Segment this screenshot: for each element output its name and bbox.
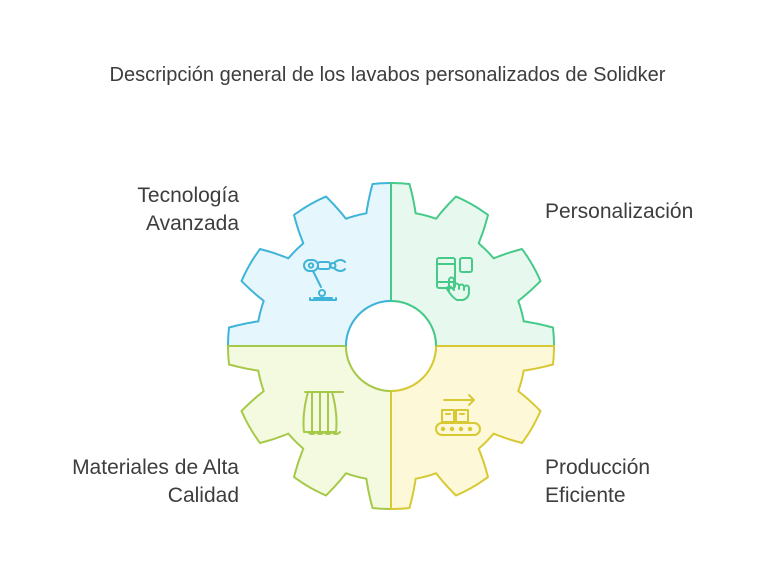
label-line: Producción bbox=[545, 456, 651, 479]
label-line: Avanzada bbox=[145, 212, 239, 235]
hub-arc-tl bbox=[345, 300, 392, 347]
hub-arc-br bbox=[390, 345, 437, 392]
gear-hub bbox=[346, 301, 436, 391]
robot-arm-icon bbox=[303, 259, 346, 301]
sink-curtain-icon bbox=[302, 391, 344, 435]
label-line: Materiales de Alta bbox=[72, 456, 239, 479]
label-line: Personalización bbox=[545, 200, 694, 223]
label-line: Calidad bbox=[167, 484, 239, 507]
label-tecnologia-avanzada: Tecnología Avanzada bbox=[137, 182, 239, 238]
conveyor-belt-icon bbox=[435, 394, 481, 436]
hub-arc-tr bbox=[390, 300, 437, 347]
hub-arc-bl bbox=[345, 345, 392, 392]
mobile-touch-icon bbox=[436, 257, 473, 301]
label-line: Eficiente bbox=[545, 484, 626, 507]
label-line: Tecnología bbox=[137, 184, 239, 207]
diagram-title: Descripción general de los lavabos perso… bbox=[109, 64, 666, 86]
label-materiales-alta-calidad: Materiales de Alta Calidad bbox=[72, 454, 239, 510]
label-personalizacion: Personalización bbox=[545, 198, 693, 226]
label-produccion-eficiente: Producción Eficiente bbox=[545, 454, 650, 510]
